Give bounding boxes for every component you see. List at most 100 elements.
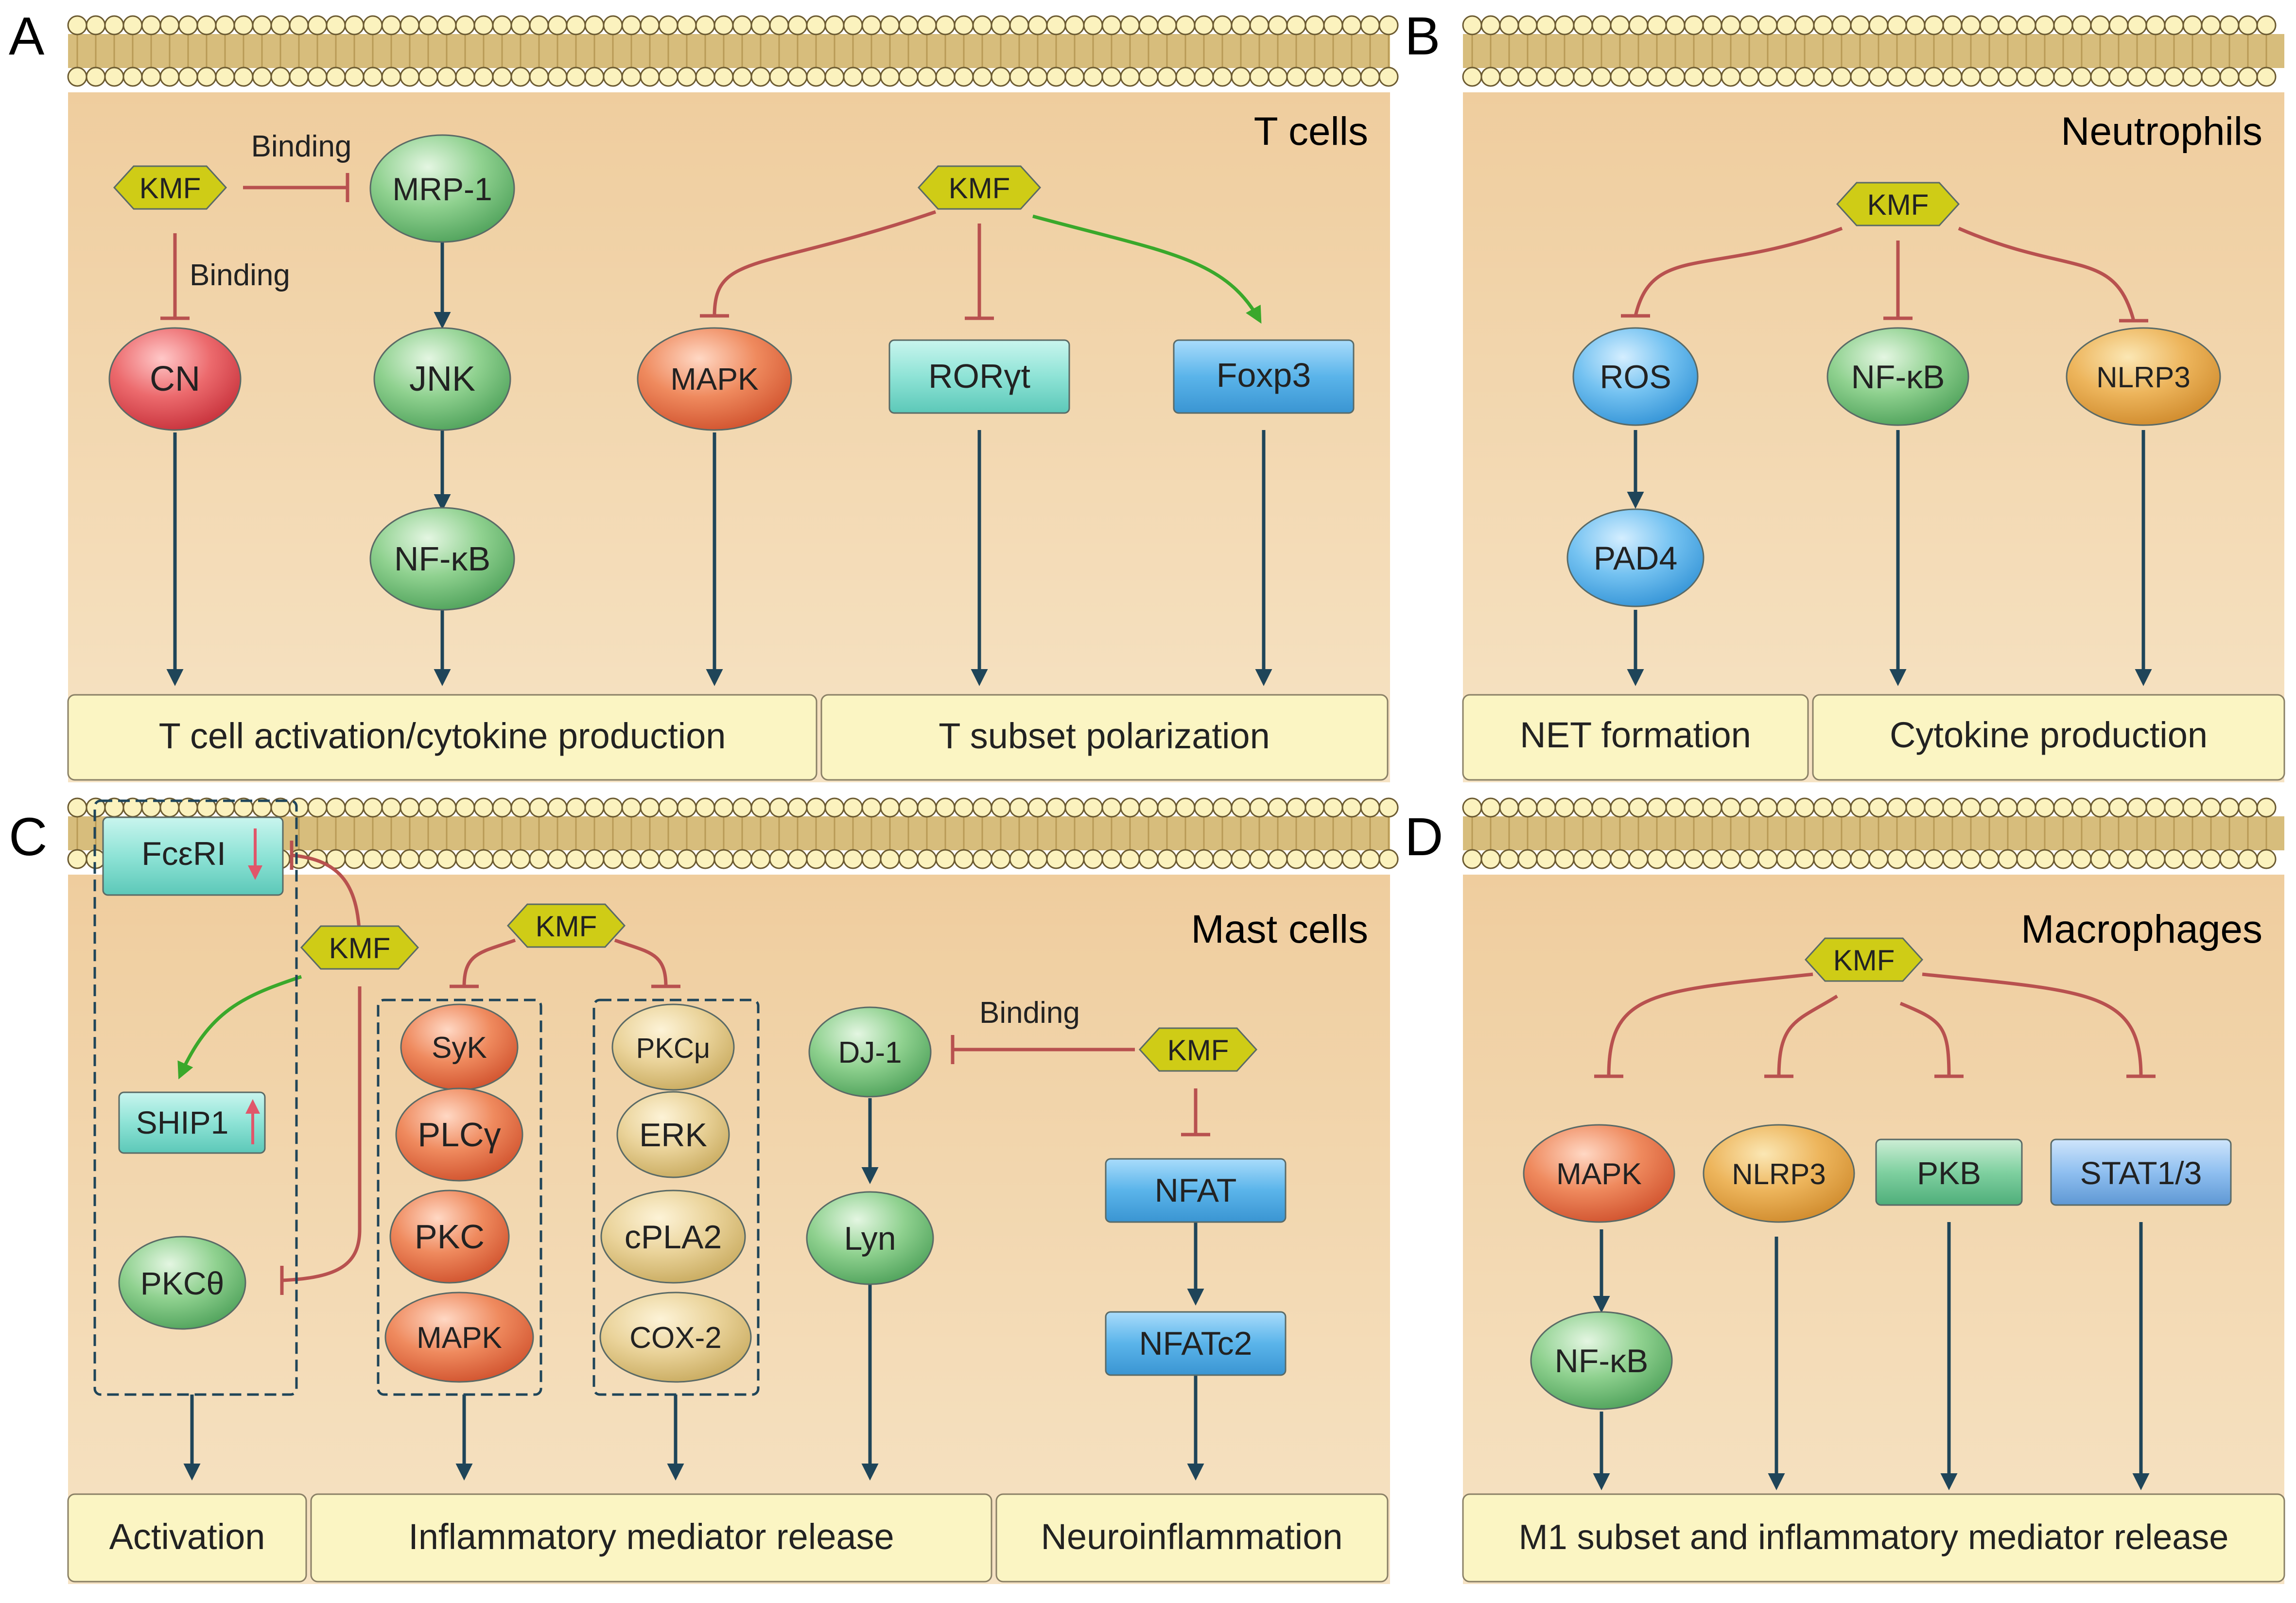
lipid-head — [621, 797, 642, 818]
lipid-head — [1480, 67, 1501, 87]
lipid-head — [621, 15, 642, 35]
lipid-head — [1887, 15, 1907, 35]
c-pkc-label: PKC — [415, 1218, 485, 1256]
lipid-head — [1249, 849, 1270, 869]
lipid-head — [2182, 849, 2203, 869]
lipid-head — [1212, 849, 1233, 869]
lipid-head — [455, 67, 475, 87]
lipid-head — [2219, 849, 2240, 869]
lipid-head — [640, 67, 660, 87]
lipid-head — [566, 797, 586, 818]
c-ship1-node: SHIP1 — [118, 1091, 266, 1154]
lipid-head — [824, 849, 845, 869]
lipid-head — [1462, 849, 1482, 869]
lipid-head — [2053, 797, 2073, 818]
lipid-head — [1850, 15, 1870, 35]
d-mapk-node: MAPK — [1523, 1124, 1675, 1223]
lipid-head — [381, 849, 401, 869]
lipid-head — [843, 67, 863, 87]
lipid-head — [400, 15, 420, 35]
lipid-head — [289, 67, 309, 87]
lipid-head — [1628, 67, 1649, 87]
c-plcg-label: PLCγ — [417, 1116, 501, 1154]
panel-c-letter: C — [9, 807, 47, 867]
cell-backgrounds — [68, 92, 2284, 1584]
b-outcome-2-label: Cytokine production — [1890, 715, 2208, 755]
lipid-head — [1942, 15, 1963, 35]
lipid-head — [1027, 67, 1048, 87]
lipid-head — [1961, 797, 1981, 818]
lipid-head — [1323, 849, 1343, 869]
lipid-head — [843, 15, 863, 35]
lipid-head — [954, 849, 974, 869]
lipid-head — [1499, 849, 1519, 869]
lipid-head — [1610, 849, 1630, 869]
lipid-head — [2035, 67, 2055, 87]
lipid-head — [2053, 67, 2073, 87]
lipid-head — [1138, 849, 1159, 869]
lipid-head — [1554, 797, 1575, 818]
lipid-head — [2035, 797, 2055, 818]
lipid-head — [1360, 797, 1380, 818]
lipid-head — [1721, 849, 1741, 869]
lipid-head — [1942, 67, 1963, 87]
d-stat13-node: STAT1/3 — [2050, 1138, 2232, 1206]
a-outcome-1: T cell activation/cytokine production — [67, 694, 818, 781]
lipid-head — [455, 849, 475, 869]
a-kmf1-label: KMF — [139, 172, 201, 205]
panel-labels: A B C D T cells Neutrophils Mast cells M… — [9, 6, 2262, 951]
lipid-head — [1924, 15, 1944, 35]
d-nfkb-label: NF-κB — [1555, 1343, 1649, 1379]
lipid-head — [1083, 849, 1103, 869]
c-nfatc2-node: NFATc2 — [1105, 1311, 1287, 1376]
lipid-head — [769, 849, 789, 869]
d-nlrp3-node: NLRP3 — [1703, 1124, 1855, 1223]
c-cox2-label: COX-2 — [629, 1321, 721, 1355]
d-nfkb-node: NF-κB — [1530, 1311, 1673, 1410]
dashed-groups — [93, 799, 760, 1396]
lipid-head — [363, 67, 383, 87]
lipid-head — [1249, 15, 1270, 35]
lipid-head — [1813, 67, 1833, 87]
lipid-head — [861, 797, 882, 818]
lipid-head — [1702, 797, 1722, 818]
lipid-head — [1850, 797, 1870, 818]
lipid-head — [1998, 15, 2018, 35]
lipid-head — [400, 67, 420, 87]
lipid-head — [1831, 67, 1852, 87]
lipid-head — [1887, 849, 1907, 869]
lipid-head — [1757, 849, 1778, 869]
lipid-head — [787, 67, 808, 87]
lipid-head — [1323, 797, 1343, 818]
lipid-head — [584, 797, 605, 818]
lipid-head — [1924, 849, 1944, 869]
c-pkcmu-node: PKCμ — [611, 1003, 735, 1091]
lipid-head — [1961, 15, 1981, 35]
a-kmf2-label: KMF — [949, 172, 1010, 205]
c-kmf3-label: KMF — [1167, 1034, 1229, 1067]
d-kmf-to-stat-inhibit — [1922, 972, 2143, 1077]
lipid-head — [547, 849, 568, 869]
a-kmf2-to-mapk-inhibit — [713, 210, 937, 316]
lipid-head — [1462, 67, 1482, 87]
lipid-head — [1175, 67, 1196, 87]
d-outcome-1-label: M1 subset and inflammatory mediator rele… — [1519, 1518, 2229, 1557]
lipid-head — [2182, 797, 2203, 818]
c-syk-label: SyK — [432, 1031, 487, 1065]
lipid-head — [861, 67, 882, 87]
lipid-head — [1499, 797, 1519, 818]
lipid-head — [2090, 15, 2110, 35]
lipid-head — [473, 67, 494, 87]
lipid-head — [1573, 849, 1593, 869]
c-erk-label: ERK — [639, 1117, 707, 1154]
a-nfkb-label: NF-κB — [394, 540, 490, 578]
outcome-boxes: T cell activation/cytokine production T … — [67, 694, 2285, 1583]
lipid-head — [1739, 67, 1759, 87]
lipid-head — [1305, 849, 1325, 869]
lipid-head — [196, 67, 217, 87]
lipid-head — [529, 15, 549, 35]
lipid-head — [1157, 797, 1177, 818]
c-outcome-2: Inflammatory mediator release — [310, 1493, 992, 1583]
lipid-head — [473, 849, 494, 869]
lipid-head — [492, 67, 512, 87]
